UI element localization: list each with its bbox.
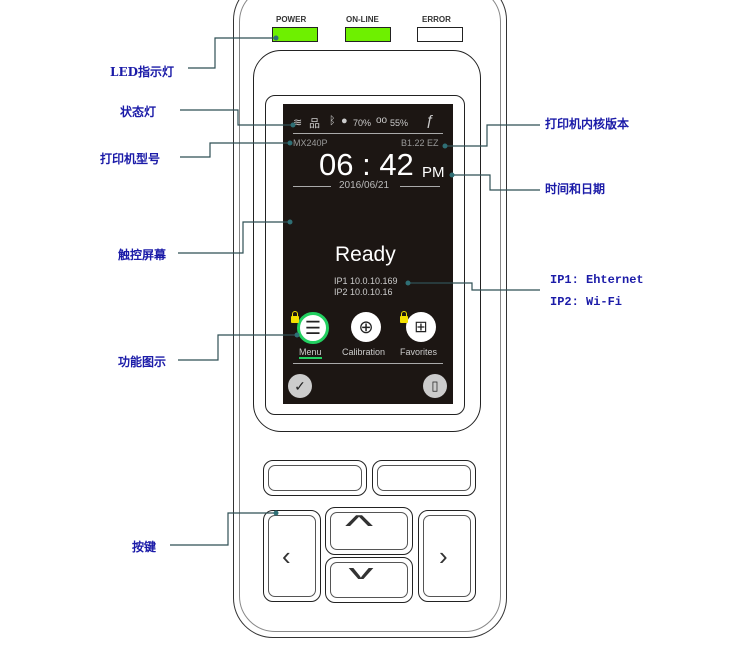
- annotation-touch: 触控屏幕: [118, 248, 167, 262]
- label-roll-icon: oo: [376, 115, 388, 126]
- ribbon-icon: ●: [341, 115, 348, 127]
- annotation-ip2: IP2: Wi-Fi: [550, 295, 623, 309]
- ampm: PM: [422, 164, 445, 181]
- ip2: IP2 10.0.10.16: [334, 287, 393, 297]
- chevron-left-icon: ‹: [282, 541, 291, 571]
- power-led: [272, 27, 318, 42]
- menu-button[interactable]: ☰: [297, 312, 329, 344]
- check-icon: ✓: [294, 377, 306, 394]
- calibration-button[interactable]: ⊕: [351, 312, 381, 342]
- paper-feed-icon: ▯: [431, 378, 439, 393]
- wifi-icon: ≋: [293, 117, 303, 129]
- ethernet-icon: 品: [309, 118, 320, 130]
- crosshair-icon: ⊕: [358, 316, 374, 337]
- screen-frame: [265, 95, 465, 415]
- annotation-led: LED指示灯: [110, 65, 174, 79]
- calibration-label[interactable]: Calibration: [342, 347, 386, 357]
- date: 2016/06/21: [339, 180, 390, 191]
- printhead-icon: ƒ: [426, 112, 435, 129]
- annotation-keys: 按键: [132, 540, 157, 554]
- soft-key-right[interactable]: [372, 460, 476, 496]
- time: 06 : 42: [319, 147, 414, 182]
- right-arrow-key[interactable]: ›: [418, 510, 476, 602]
- model-name: MX240P: [293, 138, 328, 148]
- soft-key-left[interactable]: [263, 460, 367, 496]
- menu-label[interactable]: Menu: [299, 347, 322, 359]
- down-arrow-key[interactable]: v: [325, 557, 413, 603]
- screen-bezel: [253, 50, 481, 432]
- grid-icon: ⊞: [414, 319, 428, 336]
- online-led: [345, 27, 391, 42]
- lock-icon: [400, 311, 408, 323]
- annotation-version: 打印机内核版本: [545, 117, 630, 131]
- power-led-label: POWER: [276, 15, 307, 24]
- chevron-up-icon: ^: [344, 510, 374, 543]
- feed-button[interactable]: ▯: [423, 374, 447, 398]
- favorites-button[interactable]: ⊞: [406, 312, 436, 342]
- ip1: IP1 10.0.10.169: [334, 276, 398, 286]
- annotation-datetime: 时间和日期: [545, 182, 606, 196]
- error-led: [417, 27, 463, 42]
- ribbon-level: 70%: [353, 118, 372, 128]
- printer-status: Ready: [335, 243, 396, 266]
- lock-icon: [291, 311, 299, 323]
- online-led-label: ON-LINE: [346, 15, 379, 24]
- label-level: 55%: [390, 118, 409, 128]
- annotation-status: 状态灯: [120, 105, 157, 119]
- firmware-version: B1.22 EZ: [401, 138, 439, 148]
- menu-icon: ☰: [304, 317, 322, 338]
- chevron-right-icon: ›: [439, 541, 448, 571]
- printer-body-inner: [239, 0, 501, 632]
- touch-screen[interactable]: ≋ 品 ᛒ ● 70% oo 55% ƒ MX240P B1.22 EZ 06 …: [283, 104, 453, 404]
- printer-body: [233, 0, 507, 638]
- up-arrow-key[interactable]: ^: [325, 507, 413, 555]
- error-led-label: ERROR: [422, 15, 451, 24]
- annotation-ip1: IP1: Ehternet: [550, 273, 644, 287]
- favorites-label[interactable]: Favorites: [400, 347, 438, 357]
- chevron-down-icon: v: [348, 562, 374, 584]
- annotation-function: 功能图示: [118, 355, 167, 369]
- annotation-model: 打印机型号: [100, 152, 161, 166]
- check-button[interactable]: ✓: [288, 374, 312, 398]
- bluetooth-icon: ᛒ: [329, 115, 336, 127]
- left-arrow-key[interactable]: ‹: [263, 510, 321, 602]
